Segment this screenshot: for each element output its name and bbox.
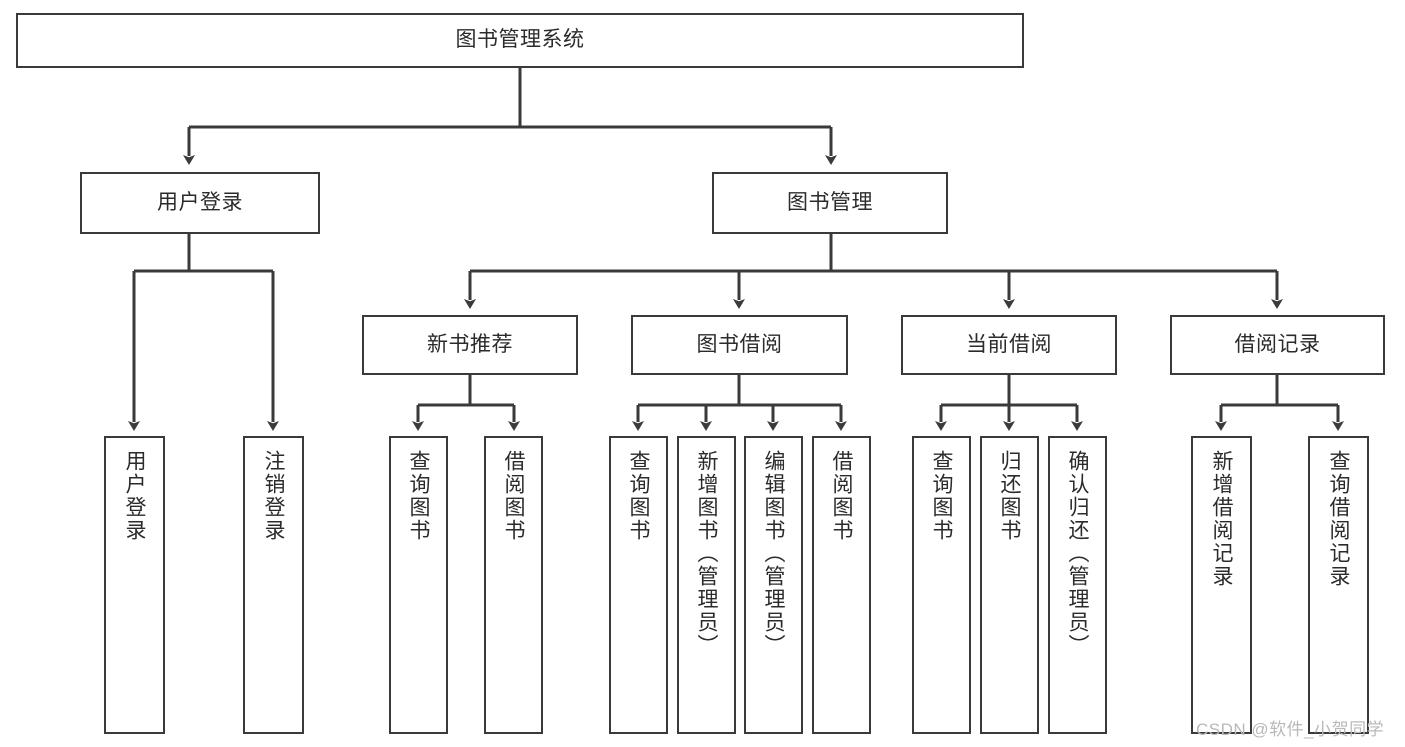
- node-label: 新增借阅记录: [1210, 450, 1233, 588]
- node-label: 编辑图书（管理员）: [762, 450, 785, 657]
- leaf-query-borrow-record[interactable]: 查询借阅记录: [1308, 436, 1369, 734]
- node-current-borrow[interactable]: 当前借阅: [901, 315, 1117, 375]
- node-label: 查询图书: [930, 450, 953, 542]
- leaf-logout[interactable]: 注销登录: [243, 436, 304, 734]
- leaf-confirm-return-admin[interactable]: 确认归还（管理员）: [1048, 436, 1107, 734]
- node-label: 借阅图书: [830, 450, 853, 542]
- leaf-add-borrow-record[interactable]: 新增借阅记录: [1191, 436, 1252, 734]
- node-label: 查询图书: [627, 450, 650, 542]
- node-label: 新书推荐: [427, 332, 513, 356]
- node-label: 当前借阅: [966, 332, 1052, 356]
- node-label: 查询借阅记录: [1327, 450, 1350, 588]
- node-label: 借阅记录: [1234, 332, 1321, 356]
- node-user-login[interactable]: 用户登录: [80, 172, 320, 234]
- node-new-book-recommend[interactable]: 新书推荐: [362, 315, 578, 375]
- node-label: 用户登录: [123, 450, 146, 542]
- leaf-add-book-admin[interactable]: 新增图书（管理员）: [677, 436, 736, 734]
- node-book-management-system[interactable]: 图书管理系统: [16, 13, 1024, 68]
- node-label: 归还图书: [998, 450, 1021, 542]
- node-label: 图书借阅: [696, 332, 783, 356]
- node-label: 图书管理: [787, 190, 873, 214]
- leaf-edit-book-admin[interactable]: 编辑图书（管理员）: [744, 436, 803, 734]
- leaf-borrow-book-newbook[interactable]: 借阅图书: [484, 436, 543, 734]
- watermark: CSDN @软件_小贺同学: [1196, 720, 1385, 739]
- node-book-borrow[interactable]: 图书借阅: [631, 315, 848, 375]
- node-label: 查询图书: [407, 450, 430, 542]
- node-label: 用户登录: [157, 190, 243, 214]
- leaf-user-login[interactable]: 用户登录: [104, 436, 165, 734]
- node-book-management[interactable]: 图书管理: [712, 172, 948, 234]
- node-label: 借阅图书: [502, 450, 525, 542]
- node-borrow-records[interactable]: 借阅记录: [1170, 315, 1385, 375]
- leaf-query-book-newbook[interactable]: 查询图书: [389, 436, 448, 734]
- node-label: 确认归还（管理员）: [1066, 450, 1089, 657]
- leaf-borrow-book[interactable]: 借阅图书: [812, 436, 871, 734]
- node-label: 注销登录: [262, 450, 285, 542]
- leaf-query-book-current[interactable]: 查询图书: [912, 436, 971, 734]
- node-label: 图书管理系统: [455, 28, 585, 52]
- leaf-return-book[interactable]: 归还图书: [980, 436, 1039, 734]
- leaf-query-book-borrow[interactable]: 查询图书: [609, 436, 668, 734]
- node-label: 新增图书（管理员）: [695, 450, 718, 657]
